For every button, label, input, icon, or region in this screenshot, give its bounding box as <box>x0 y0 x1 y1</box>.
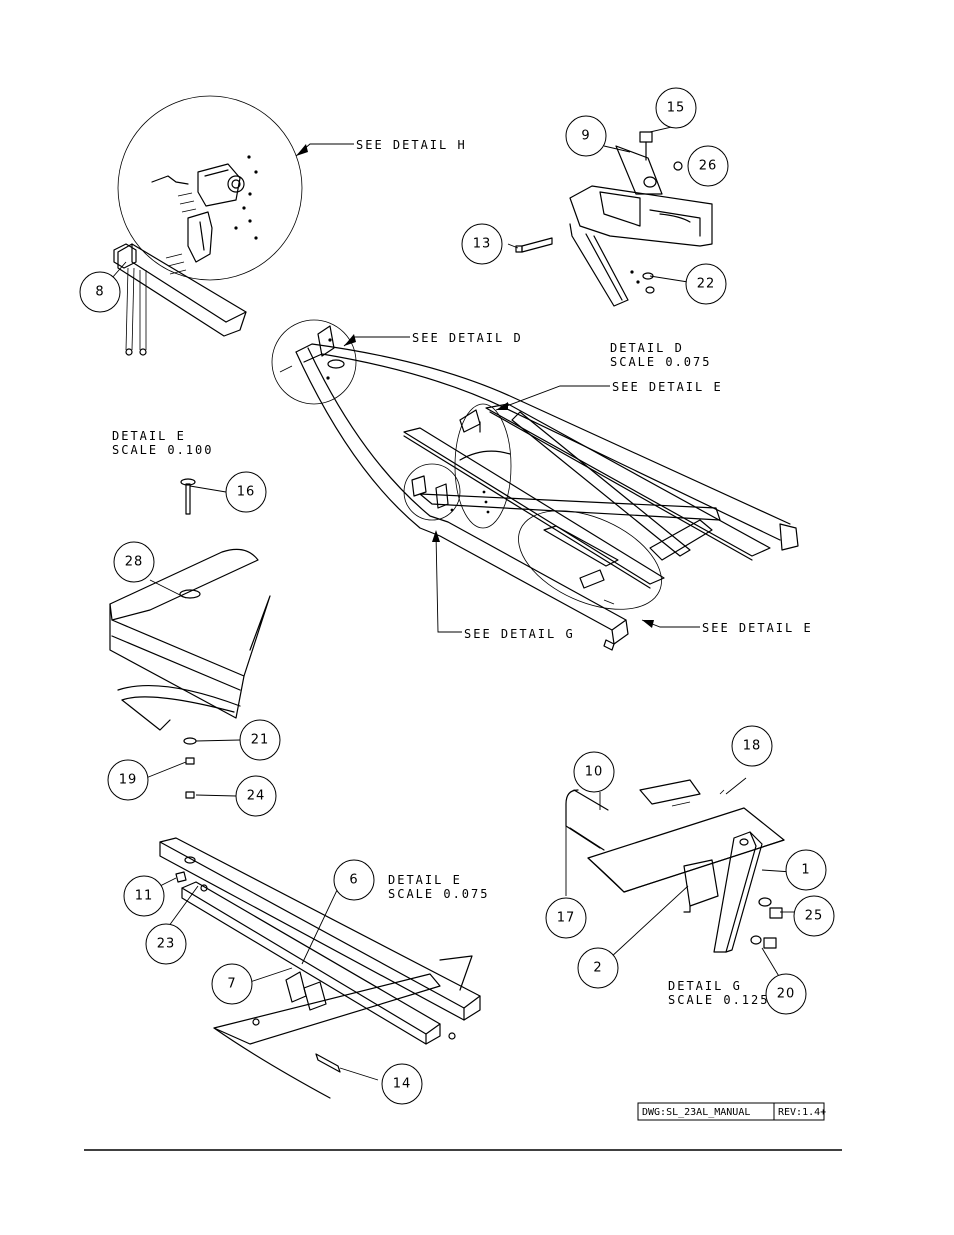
detail-d-title: DETAIL D <box>610 341 684 355</box>
title-block: DWG:SL_23AL_MANUAL REV:1.4+ <box>637 1102 826 1121</box>
callout-9: 9 <box>565 115 607 157</box>
callout-13: 13 <box>461 223 503 265</box>
callout-16-label: 16 <box>237 485 256 500</box>
callout-11: 11 <box>123 875 165 917</box>
detail-e-scale100-view <box>109 478 271 799</box>
trailer-frame-view <box>271 319 799 651</box>
callout-20: 20 <box>765 973 807 1015</box>
note-see-detail-d: SEE DETAIL D <box>412 331 523 345</box>
detail-g-title: DETAIL G <box>668 979 742 993</box>
note-see-detail-h: SEE DETAIL H <box>356 138 467 152</box>
callout-18-label: 18 <box>743 739 762 754</box>
note-see-detail-e-top: SEE DETAIL E <box>612 380 723 394</box>
callout-16: 16 <box>225 471 267 513</box>
callout-10: 10 <box>573 751 615 793</box>
callout-23: 23 <box>145 923 187 965</box>
callout-26: 26 <box>687 145 729 187</box>
detail-e-scale075-view <box>159 837 481 1099</box>
callout-1: 1 <box>785 849 827 891</box>
callout-1-label: 1 <box>801 863 810 878</box>
detail-e2-scale: SCALE 0.075 <box>388 887 489 901</box>
callout-25-label: 25 <box>805 909 824 924</box>
callout-21: 21 <box>239 719 281 761</box>
detail-g-scale: SCALE 0.125 <box>668 993 769 1007</box>
callout-14: 14 <box>381 1063 423 1105</box>
callout-8-label: 8 <box>95 285 104 300</box>
callout-2-label: 2 <box>593 961 602 976</box>
callout-28-label: 28 <box>125 555 144 570</box>
detail-h-view <box>113 95 303 356</box>
detail-e1-title: DETAIL E <box>112 429 186 443</box>
callout-11-label: 11 <box>135 889 154 904</box>
detail-g-view <box>565 779 785 953</box>
callout-17: 17 <box>545 897 587 939</box>
callout-22: 22 <box>685 263 727 305</box>
callout-21-label: 21 <box>251 733 270 748</box>
callout-9-label: 9 <box>581 129 590 144</box>
callout-22-label: 22 <box>697 277 716 292</box>
detail-e2-title: DETAIL E <box>388 873 462 887</box>
callout-7: 7 <box>211 963 253 1005</box>
callout-19-label: 19 <box>119 773 138 788</box>
callout-8: 8 <box>79 271 121 313</box>
callout-18: 18 <box>731 725 773 767</box>
drawing-notes: SEE DETAIL H SEE DETAIL D DETAIL D SCALE… <box>112 138 813 1007</box>
leader-lines <box>111 125 794 1081</box>
drawing-number: DWG:SL_23AL_MANUAL <box>642 1107 750 1118</box>
callout-7-label: 7 <box>227 977 236 992</box>
callout-13-label: 13 <box>473 237 492 252</box>
revision-number: REV:1.4+ <box>778 1107 826 1118</box>
note-see-detail-g: SEE DETAIL G <box>464 627 575 641</box>
callout-28: 28 <box>113 541 155 583</box>
callout-15: 15 <box>655 87 697 129</box>
callout-2: 2 <box>577 947 619 989</box>
callout-10-label: 10 <box>585 765 604 780</box>
callout-20-label: 20 <box>777 987 796 1002</box>
callout-14-label: 14 <box>393 1077 412 1092</box>
callout-24-label: 24 <box>247 789 266 804</box>
detail-d-view <box>515 131 713 307</box>
callout-6: 6 <box>333 859 375 901</box>
detail-d-scale: SCALE 0.075 <box>610 355 711 369</box>
callout-23-label: 23 <box>157 937 176 952</box>
callout-19: 19 <box>107 759 149 801</box>
leader-arrowheads <box>296 144 654 628</box>
detail-e1-scale: SCALE 0.100 <box>112 443 213 457</box>
callout-26-label: 26 <box>699 159 718 174</box>
callout-17-label: 17 <box>557 911 576 926</box>
callout-6-label: 6 <box>349 873 358 888</box>
callout-25: 25 <box>793 895 835 937</box>
callout-15-label: 15 <box>667 101 686 116</box>
callout-24: 24 <box>235 775 277 817</box>
note-see-detail-e-bottom: SEE DETAIL E <box>702 621 813 635</box>
